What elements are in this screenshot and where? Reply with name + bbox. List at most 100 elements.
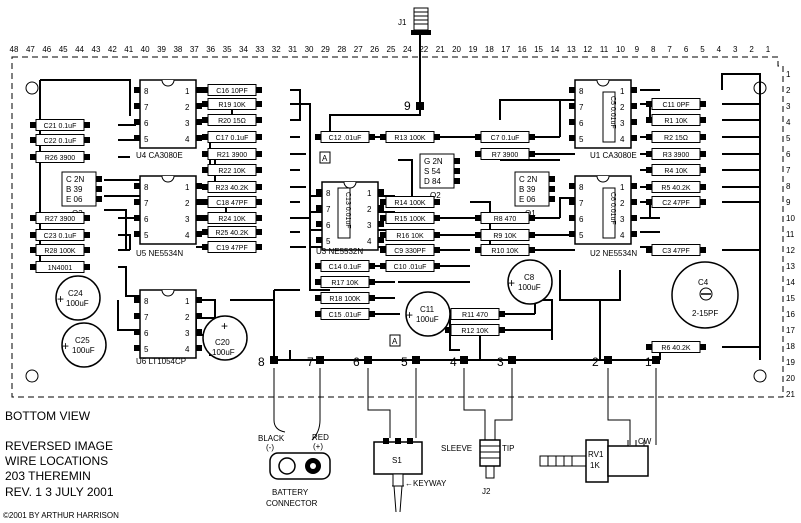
- part-lead: [202, 167, 208, 173]
- column-number: 34: [239, 45, 248, 54]
- column-number: 5: [700, 45, 705, 54]
- ic-pin-number: 5: [144, 345, 149, 354]
- cap-c24-plus: +: [57, 292, 64, 306]
- part: R11 470: [445, 308, 505, 320]
- part-lead: [315, 279, 321, 285]
- column-number: 6: [684, 45, 689, 54]
- row-number: 8: [786, 182, 791, 191]
- part-lead: [202, 215, 208, 221]
- part: R25 40.2K: [202, 226, 262, 238]
- bottom-view-label: BOTTOM VIEW: [5, 409, 91, 423]
- part: R10 10K: [475, 244, 535, 256]
- ic-pin: [631, 119, 637, 125]
- cap-c25-value: 100uF: [72, 346, 95, 355]
- wire-point-5-label: 5: [401, 355, 408, 369]
- part: C16 10PF: [202, 84, 262, 96]
- ic-pin-number: 8: [326, 189, 331, 198]
- column-number: 31: [288, 45, 297, 54]
- part: R22 10K: [202, 164, 262, 176]
- column-number: 19: [469, 45, 478, 54]
- part-label: R24 10K: [218, 216, 246, 223]
- ic-pin: [134, 119, 140, 125]
- column-number: 15: [534, 45, 543, 54]
- row-number: 10: [786, 214, 795, 223]
- part-lead: [646, 344, 652, 350]
- column-number: 8: [651, 45, 656, 54]
- part-label: R10 10K: [491, 248, 519, 255]
- part: C14 0.1uF: [315, 260, 375, 272]
- part-label: R2 15Ω: [664, 135, 688, 142]
- ic-notch: [596, 175, 610, 183]
- part-label: C3 47PF: [662, 248, 690, 255]
- column-number: 4: [717, 45, 722, 54]
- transistor-pin-label: B 39: [519, 185, 536, 194]
- ic-pin: [196, 345, 202, 351]
- part-lead: [434, 263, 440, 269]
- part-lead: [380, 247, 386, 253]
- part: R17 10K: [315, 276, 375, 288]
- ic-pin-number: 6: [579, 119, 584, 128]
- mount-hole: [25, 81, 39, 95]
- part-lead: [202, 184, 208, 190]
- ic-pin: [134, 231, 140, 237]
- part-label: R12 10K: [461, 328, 489, 335]
- part-label: C2 47PF: [662, 200, 690, 207]
- ic-pin: [378, 237, 384, 243]
- part-lead: [256, 87, 262, 93]
- ic-pin-number: 5: [144, 135, 149, 144]
- part: R2 15Ω: [646, 131, 706, 143]
- part-label: C19 47PF: [216, 245, 248, 252]
- part-lead: [315, 311, 321, 317]
- column-number: 18: [485, 45, 494, 54]
- j2-body: [479, 439, 501, 467]
- part-lead: [700, 247, 706, 253]
- note-line-2: WIRE LOCATIONS: [5, 454, 108, 468]
- row-number: 12: [786, 246, 795, 255]
- row-number: 15: [786, 294, 795, 303]
- transistor-q2-label: Q2: [430, 191, 441, 200]
- part-label: R26 3900: [45, 155, 75, 162]
- part: C2 47PF: [646, 196, 706, 208]
- part-lead: [646, 199, 652, 205]
- transistor-q3: C 2NB 39E 06Q3: [61, 171, 102, 218]
- ic-pin: [196, 297, 202, 303]
- battery-red-sign: (+): [313, 442, 323, 451]
- cap-c25-plus: +: [62, 339, 69, 353]
- note-line-3: 203 THEREMIN: [5, 469, 91, 483]
- note-line-1: REVERSED IMAGE: [5, 439, 113, 453]
- ic-pin-number: 1: [620, 183, 625, 192]
- ic-pin: [316, 221, 322, 227]
- row-number: 14: [786, 278, 795, 287]
- part-label: R11 470: [462, 312, 488, 319]
- part: C7 0.1uF: [475, 131, 535, 143]
- part-lead: [700, 167, 706, 173]
- ic-pin: [196, 329, 202, 335]
- ic-pin: [196, 313, 202, 319]
- part: R27 3900: [30, 212, 90, 224]
- column-number: 14: [550, 45, 559, 54]
- part-label: R13 100K: [394, 135, 425, 142]
- ic-pin-number: 4: [185, 135, 190, 144]
- ic-pin: [134, 329, 140, 335]
- row-number: 7: [786, 166, 791, 175]
- part-lead: [529, 151, 535, 157]
- j2-label: J2: [482, 487, 491, 496]
- part-lead: [202, 87, 208, 93]
- column-number: 32: [272, 45, 281, 54]
- part: R5 40.2K: [646, 181, 706, 193]
- ic-pin-number: 2: [185, 103, 190, 112]
- part-lead: [315, 263, 321, 269]
- ic-u5-label: U5 NE5534N: [136, 249, 183, 258]
- ic-pin: [569, 119, 575, 125]
- rv1-label: RV1: [588, 450, 604, 459]
- ic-body: [139, 79, 197, 149]
- transistor-pin: [454, 178, 460, 184]
- ic-notch: [161, 289, 175, 297]
- ic-pin: [631, 135, 637, 141]
- transistor-pin-label: D 84: [424, 177, 441, 186]
- part-lead: [646, 134, 652, 140]
- part-lead: [700, 184, 706, 190]
- part: R19 10K: [202, 98, 262, 110]
